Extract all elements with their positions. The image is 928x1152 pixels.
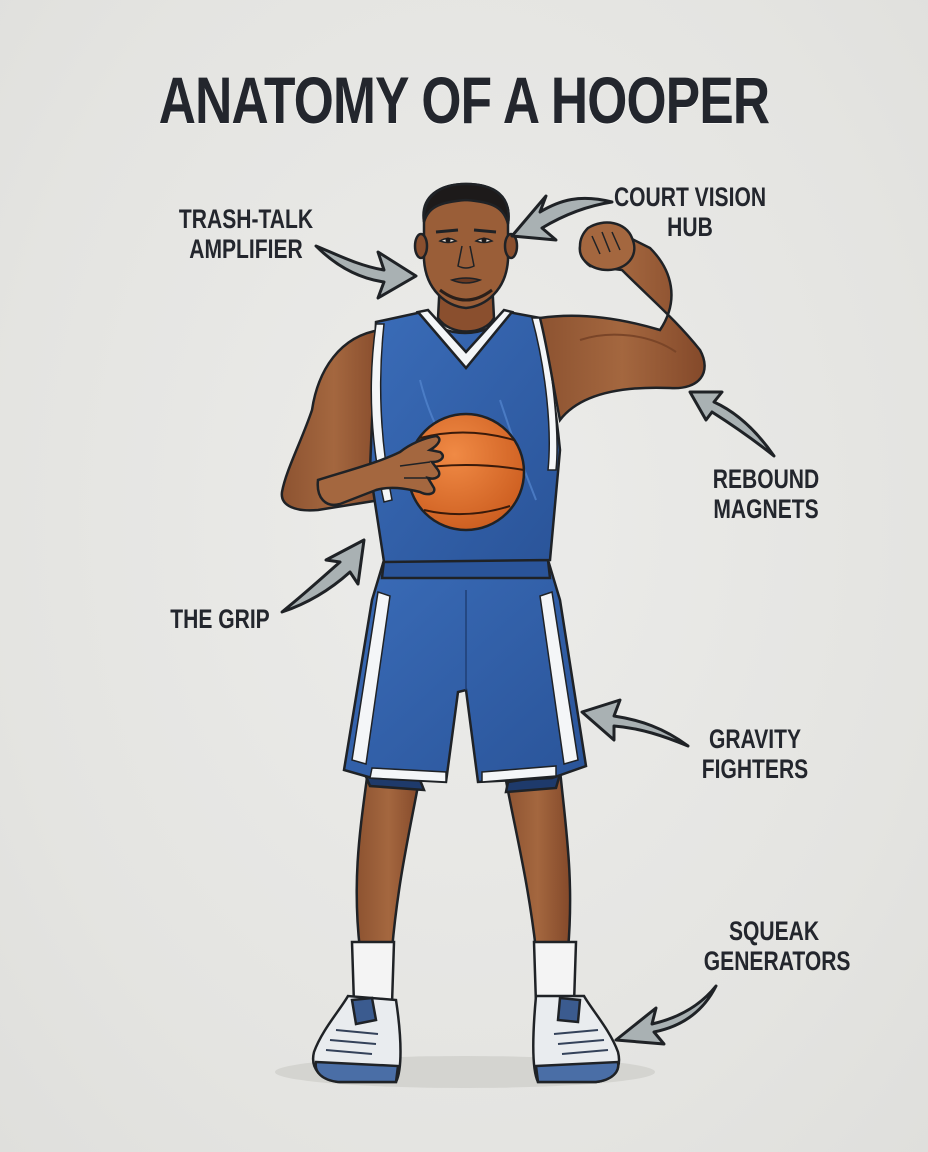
callout-line: FIGHTERS [701, 754, 809, 784]
arrow-gravity [580, 698, 690, 748]
left-arm [280, 328, 388, 512]
arrow-squeak [614, 984, 718, 1046]
arrows [280, 194, 776, 1046]
callout-line: TRASH-TALK [178, 204, 314, 234]
head [413, 182, 519, 333]
callout-line: MAGNETS [713, 494, 819, 524]
socks [350, 940, 578, 1006]
callout-line: GRAVITY [708, 724, 802, 754]
arrow-grip [280, 538, 366, 614]
callout-line: GENERATORS [703, 946, 851, 976]
arrow-rebound [688, 390, 776, 458]
callout-squeak: SQUEAK GENERATORS [703, 916, 851, 976]
page-title: ANATOMY OF A HOOPER [158, 63, 770, 137]
sneakers [311, 994, 621, 1084]
callout-line: AMPLIFIER [189, 234, 303, 264]
callout-trash-talk: TRASH-TALK AMPLIFIER [176, 204, 316, 264]
flexed-arm [538, 221, 706, 423]
arrow-trash-talk [314, 244, 418, 300]
shorts [342, 558, 588, 794]
callout-grip: THE GRIP [165, 604, 274, 634]
callout-rebound: REBOUND MAGNETS [704, 464, 829, 524]
hand [316, 434, 444, 507]
callout-court-vision: COURT VISION HUB [612, 182, 768, 242]
callout-line: SQUEAK [728, 916, 820, 946]
callout-gravity: GRAVITY FIGHTERS [697, 724, 814, 784]
callout-line: HUB [667, 212, 713, 242]
callout-line: REBOUND [712, 464, 820, 494]
callout-line: THE GRIP [170, 604, 270, 634]
arrow-court-vision [510, 194, 614, 242]
callout-line: COURT VISION [613, 182, 767, 212]
legs [355, 768, 572, 952]
